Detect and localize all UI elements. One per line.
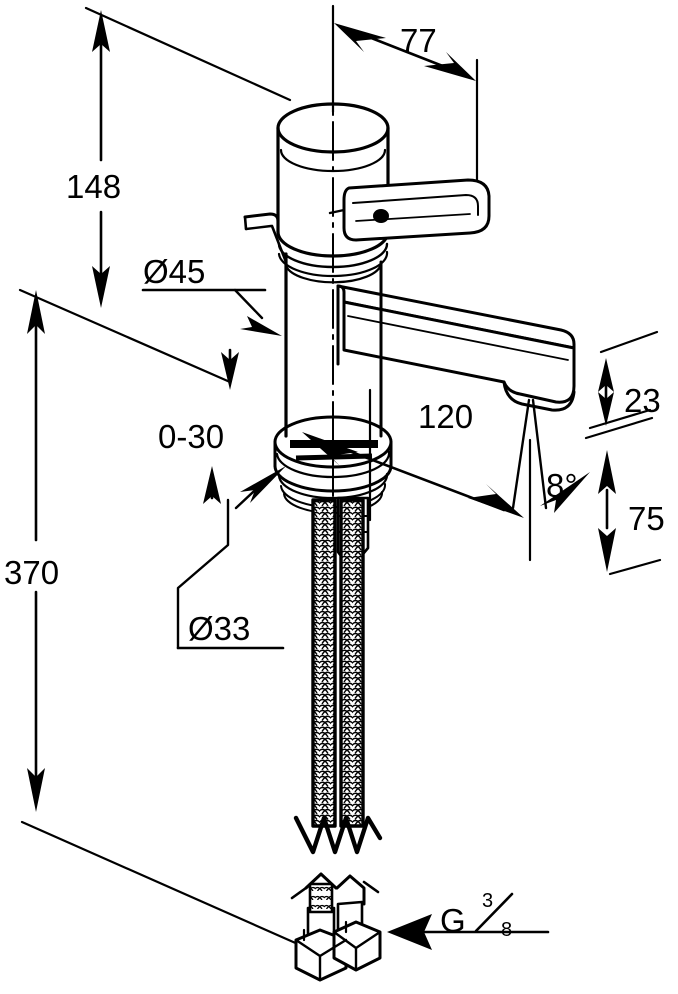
label-0-30: 0-30 <box>158 418 224 455</box>
label-thread-numerator: 3 <box>482 890 493 912</box>
arrowhead-120-right <box>468 484 524 518</box>
hose-break-symbol <box>293 815 383 855</box>
connector-right-break <box>335 874 366 906</box>
lever-tail-cap <box>243 215 248 231</box>
label-diameter-33: Ø33 <box>188 610 250 647</box>
label-370: 370 <box>4 554 59 591</box>
spout-highlight-line <box>347 315 569 361</box>
arrowhead-75-up <box>598 450 616 494</box>
arrowhead-0-30-up <box>203 466 221 504</box>
dimension-23 <box>588 330 659 430</box>
angle-line-vertical <box>511 398 531 510</box>
dimension-0-30 <box>203 348 286 510</box>
arrowhead-23-up <box>598 358 614 392</box>
arrowhead-370-up <box>27 290 45 334</box>
arrowhead-45 <box>240 316 282 336</box>
braided-hoses <box>293 498 383 855</box>
leader-line-33 <box>176 498 230 650</box>
arrowhead-148-up <box>92 10 110 52</box>
angle-line-slanted <box>531 398 548 510</box>
arrowhead-370-down <box>27 768 45 812</box>
mid-body-front-arc <box>284 262 383 284</box>
arrowhead-77-right <box>424 52 476 81</box>
arrowhead-8deg <box>540 472 590 513</box>
fraction-slash <box>474 892 514 933</box>
label-8-degrees: 8° <box>546 467 578 504</box>
cap-bottom-arc <box>276 230 390 258</box>
arrowhead-75-down <box>598 528 616 572</box>
spout-underside-edge <box>342 348 506 384</box>
flange-bottom-arc <box>273 464 393 493</box>
hose-left <box>311 498 337 828</box>
dimension-370 <box>20 290 302 947</box>
connector-left-break-tail <box>290 886 308 900</box>
hex-nut-right-top <box>332 930 382 950</box>
label-77: 77 <box>400 22 437 59</box>
hex-nut-left-top <box>294 938 348 958</box>
lever-pivot-stud <box>373 209 389 223</box>
arrowhead-148-down <box>92 266 110 308</box>
label-75: 75 <box>628 500 665 537</box>
leader-line-45 <box>233 288 264 320</box>
ext-line-75-bottom <box>608 558 662 576</box>
lever-rear-edge <box>328 208 346 215</box>
arrowhead-120-left <box>302 432 358 466</box>
arrowhead-0-30-down <box>221 352 239 390</box>
label-120: 120 <box>418 398 473 435</box>
dimension-8-degrees <box>511 398 590 513</box>
dimension-120 <box>302 388 532 562</box>
lever-tail-upper <box>243 212 280 223</box>
cap-lower-ring <box>277 242 389 269</box>
arrowhead-g38 <box>387 914 432 950</box>
lever-left-tail <box>243 212 288 264</box>
ext-line-148-top <box>84 6 292 102</box>
dimension-75 <box>584 416 662 576</box>
lever-inner-edge <box>352 194 479 216</box>
label-23: 23 <box>624 382 661 419</box>
label-thread-prefix: G <box>440 902 466 939</box>
flange-ring-2 <box>277 472 389 500</box>
lever-handle <box>328 178 491 242</box>
label-diameter-45: Ø45 <box>143 253 205 290</box>
dimension-diameter-33 <box>176 498 285 650</box>
label-148: 148 <box>66 168 121 205</box>
arrowhead-23-down <box>598 392 614 426</box>
ext-line-23-bottom <box>588 408 652 430</box>
lever-outline <box>342 178 491 242</box>
arrowhead-77-left <box>334 23 386 52</box>
label-thread-denominator: 8 <box>501 919 512 941</box>
spout <box>336 284 576 412</box>
flange-ring-1 <box>275 450 391 479</box>
lever-tail-diagonal <box>270 224 288 264</box>
connector-left-break <box>304 872 338 890</box>
lever-tail-lower <box>244 224 273 231</box>
dimension-diameter-45 <box>141 288 282 336</box>
faucet-mid-body <box>284 252 383 438</box>
ext-line-23-top <box>599 330 659 354</box>
spout-outlet-block <box>502 380 576 412</box>
connector-left-braid <box>308 882 334 914</box>
arrowhead-0-30-flange <box>240 466 286 503</box>
cap-inner-ring <box>279 148 387 173</box>
hose-right <box>339 498 365 828</box>
dimension-148 <box>18 6 292 384</box>
ext-line-370-bottom <box>20 820 302 947</box>
connector-fitting <box>290 872 382 982</box>
ext-line-75-top <box>584 416 654 440</box>
ext-line-148-bottom <box>18 288 232 384</box>
dimension-thread-g38 <box>387 892 550 950</box>
connector-right-break-tail <box>362 880 380 894</box>
